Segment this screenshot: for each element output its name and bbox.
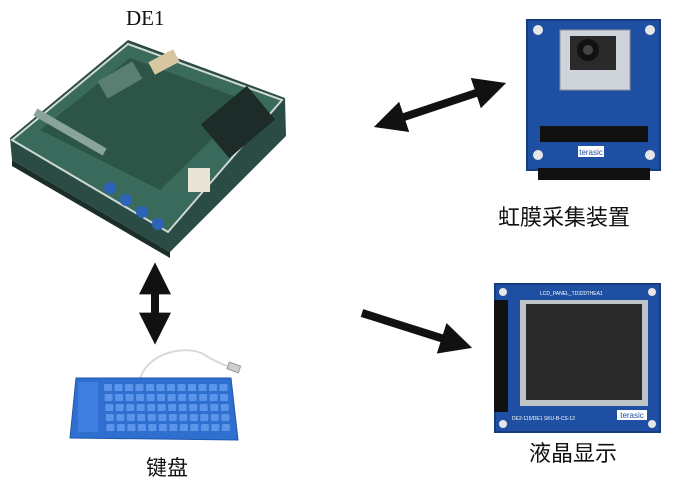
keyboard-key [126, 414, 135, 421]
keyboard-key [210, 414, 219, 421]
keyboard-key [219, 384, 228, 391]
keyboard-key [114, 384, 123, 391]
keyboard-key [115, 394, 124, 401]
keyboard-key [136, 394, 145, 401]
arrow-de1-iris [373, 77, 507, 133]
keyboard-key [178, 394, 187, 401]
keyboard-key [199, 404, 208, 411]
keyboard-key [104, 394, 113, 401]
keyboard-key [104, 384, 112, 391]
lcd-display-label: 液晶显示 [529, 442, 618, 467]
de1-label: DE1 [126, 6, 165, 30]
keyboard-key [189, 414, 198, 421]
keyboard-key [105, 404, 114, 411]
keyboard-key [168, 414, 177, 421]
keyboard-key [146, 394, 155, 401]
keyboard-key [177, 384, 186, 391]
keyboard-key [137, 414, 146, 421]
lcd-header-text: LCD_PANEL_TD320THEA1 [540, 291, 603, 297]
keyboard-key [127, 424, 136, 431]
lcd-display-board-image: LCD_PANEL_TD320THEA1 DE2-115/DE1 SKU-B-C… [494, 283, 661, 433]
keyboard-key [220, 394, 229, 401]
keyboard-key [105, 414, 114, 421]
keyboard-key [188, 394, 197, 401]
keyboard-key [179, 414, 188, 421]
keyboard-key [167, 384, 175, 391]
keyboard-key [147, 414, 156, 421]
keyboard-key [200, 424, 209, 431]
keyboard-key [158, 414, 167, 421]
lcd-brand-text: terasic [620, 411, 644, 420]
iris-capture-board-image: terasic [526, 19, 661, 180]
iris-device-label: 虹膜采集装置 [498, 206, 631, 231]
keyboard-key [188, 384, 196, 391]
de1-board-image [10, 40, 286, 258]
keyboard-key [167, 394, 176, 401]
keyboard-key [125, 394, 134, 401]
keyboard-keys [104, 384, 230, 431]
keyboard-key [221, 424, 230, 431]
keyboard-key [148, 424, 157, 431]
keyboard-key [125, 384, 133, 391]
keyboard-key [106, 424, 115, 431]
keyboard-key [198, 384, 207, 391]
keyboard-key [158, 424, 167, 431]
keyboard-image [69, 349, 242, 441]
keyboard-key [116, 424, 125, 431]
keyboard-key [209, 384, 217, 391]
keyboard-key [199, 394, 208, 401]
keyboard-key [168, 404, 177, 411]
keyboard-key [135, 384, 144, 391]
keyboard-key [178, 404, 187, 411]
keyboard-label: 键盘 [146, 456, 188, 480]
keyboard-key [137, 424, 146, 431]
keyboard-key [189, 404, 198, 411]
keyboard-key [147, 404, 156, 411]
keyboard-key [190, 424, 199, 431]
keyboard-key [156, 384, 165, 391]
keyboard-key [116, 414, 125, 421]
keyboard-key [221, 414, 230, 421]
arrow-de1-lcd [360, 309, 473, 354]
keyboard-key [157, 394, 166, 401]
keyboard-key [169, 424, 178, 431]
keyboard-key [220, 404, 229, 411]
keyboard-key [136, 404, 145, 411]
lcd-footer-text: DE2-115/DE1 SKU-B-CS-12 [512, 416, 575, 422]
keyboard-key [146, 384, 154, 391]
keyboard-key [115, 404, 124, 411]
keyboard-key [126, 404, 135, 411]
keyboard-key [200, 414, 209, 421]
keyboard-key [209, 394, 218, 401]
keyboard-key [157, 404, 166, 411]
keyboard-key [179, 424, 188, 431]
camera-brand-text: terasic [579, 148, 603, 157]
keyboard-key [211, 424, 220, 431]
keyboard-key [210, 404, 219, 411]
